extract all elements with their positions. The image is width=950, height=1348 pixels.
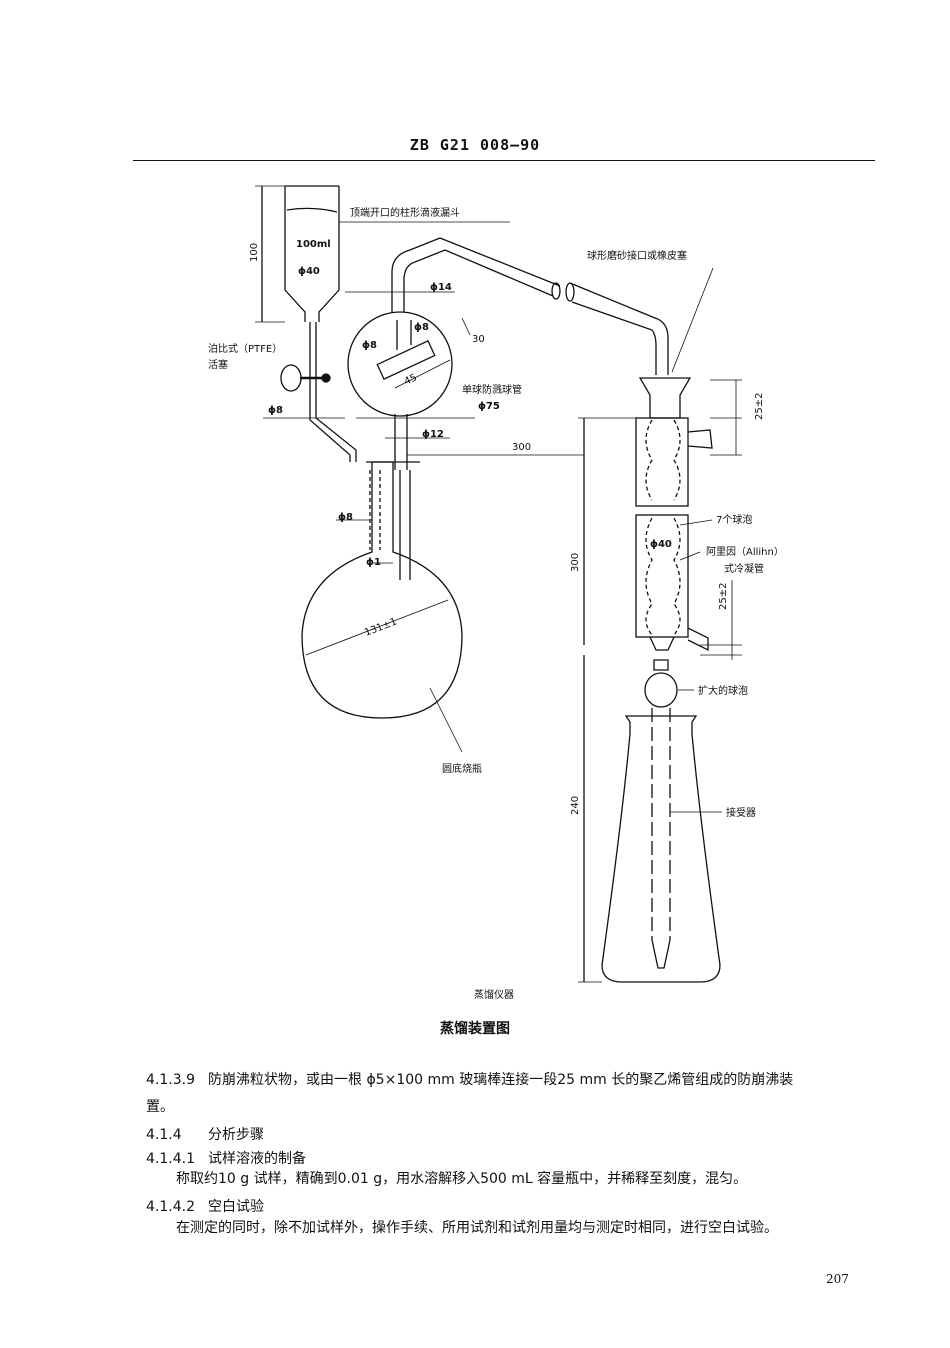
- label-stopcock-2: 活塞: [208, 358, 228, 371]
- standard-code-header: ZB G21 008—90: [409, 136, 541, 154]
- label-phi8-neck: ϕ8: [338, 512, 353, 523]
- label-receiver: 接受器: [726, 806, 756, 819]
- label-seven-bulbs: 7个球泡: [716, 513, 752, 526]
- header-rule: [133, 160, 875, 161]
- allihn-condenser: [578, 377, 742, 660]
- label-phi14: ϕ14: [430, 282, 452, 293]
- section-number: 4.1.4.1: [146, 1151, 195, 1167]
- section-number: 4.1.4: [146, 1127, 182, 1143]
- section-4-1-4: 4.1.4 分析步骤: [146, 1124, 264, 1144]
- label-enlarged-bulb: 扩大的球泡: [698, 684, 748, 697]
- label-funnel-diameter: ϕ40: [298, 266, 320, 277]
- section-4-1-4-1: 4.1.4.1 试样溶液的制备: [146, 1148, 306, 1168]
- figure-caption: 蒸馏装置图: [440, 1021, 510, 1037]
- label-dim-300-h: 300: [512, 442, 531, 453]
- section-4-1-4-2: 4.1.4.2 空白试验: [146, 1196, 264, 1216]
- diagram-labels: 顶端开口的柱形滴液漏斗 100ml ϕ40 100 泊比式（PTFE） 活塞 ϕ…: [208, 206, 784, 1001]
- page-number: 207: [826, 1272, 849, 1286]
- label-funnel-desc: 顶端开口的柱形滴液漏斗: [350, 206, 460, 219]
- label-dim-300-v: 300: [570, 553, 581, 572]
- label-phi8-inner: ϕ8: [414, 322, 429, 333]
- label-apparatus: 蒸馏仪器: [474, 988, 514, 1001]
- label-flask-dim: 131±1: [363, 616, 399, 638]
- label-dim-30: 30: [472, 334, 485, 345]
- label-phi12: ϕ12: [422, 429, 444, 440]
- label-dim-25b: 25±2: [718, 583, 729, 610]
- label-funnel-height: 100: [249, 243, 260, 262]
- label-splash-bulb: 单球防溅球管: [462, 383, 522, 396]
- label-allihn-2: 式冷凝管: [724, 562, 764, 575]
- label-phi8-left: ϕ8: [268, 405, 283, 416]
- label-funnel-volume: 100ml: [296, 239, 331, 250]
- section-text: 防崩沸粒状物，或由一根 ϕ5×100 mm 玻璃棒连接一段25 mm 长的聚乙烯…: [208, 1072, 794, 1088]
- section-4-1-3-9-cont: 置。: [146, 1099, 174, 1115]
- label-phi75: ϕ75: [478, 401, 500, 412]
- section-4-1-4-2-body: 在测定的同时，除不加试样外，操作手续、所用试剂和试剂用量均与测定时相同，进行空白…: [176, 1220, 778, 1236]
- section-number: 4.1.4.2: [146, 1199, 195, 1215]
- label-dim-240: 240: [570, 796, 581, 815]
- label-phi1: ϕ1: [366, 557, 381, 568]
- receiver-flask: [578, 655, 722, 983]
- label-allihn-1: 阿里因（Allihn）: [706, 546, 784, 558]
- label-phi40-cond: ϕ40: [650, 539, 672, 550]
- section-title: 分析步骤: [208, 1127, 264, 1143]
- dropping-funnel: [255, 185, 510, 462]
- section-number: 4.1.3.9: [146, 1072, 195, 1088]
- round-bottom-flask: [301, 461, 463, 753]
- label-dim-45: 45: [403, 372, 419, 387]
- label-dim-25a: 25±2: [754, 393, 765, 420]
- label-ball-joint: 球形磨砂接口或橡皮塞: [587, 249, 687, 262]
- label-stopcock: 泊比式（PTFE）: [208, 342, 282, 355]
- splash-bulb: [263, 237, 584, 470]
- section-4-1-3-9: 4.1.3.9 防崩沸粒状物，或由一根 ϕ5×100 mm 玻璃棒连接一段25 m…: [146, 1070, 793, 1090]
- label-phi8-bulb: ϕ8: [362, 340, 377, 351]
- label-flask: 圆底烧瓶: [442, 762, 482, 775]
- section-4-1-4-1-body: 称取约10 g 试样，精确到0.01 g，用水溶解移入500 mL 容量瓶中，并…: [176, 1171, 748, 1187]
- section-title: 试样溶液的制备: [208, 1151, 306, 1167]
- connecting-tube: [439, 237, 714, 375]
- section-title: 空白试验: [208, 1199, 264, 1215]
